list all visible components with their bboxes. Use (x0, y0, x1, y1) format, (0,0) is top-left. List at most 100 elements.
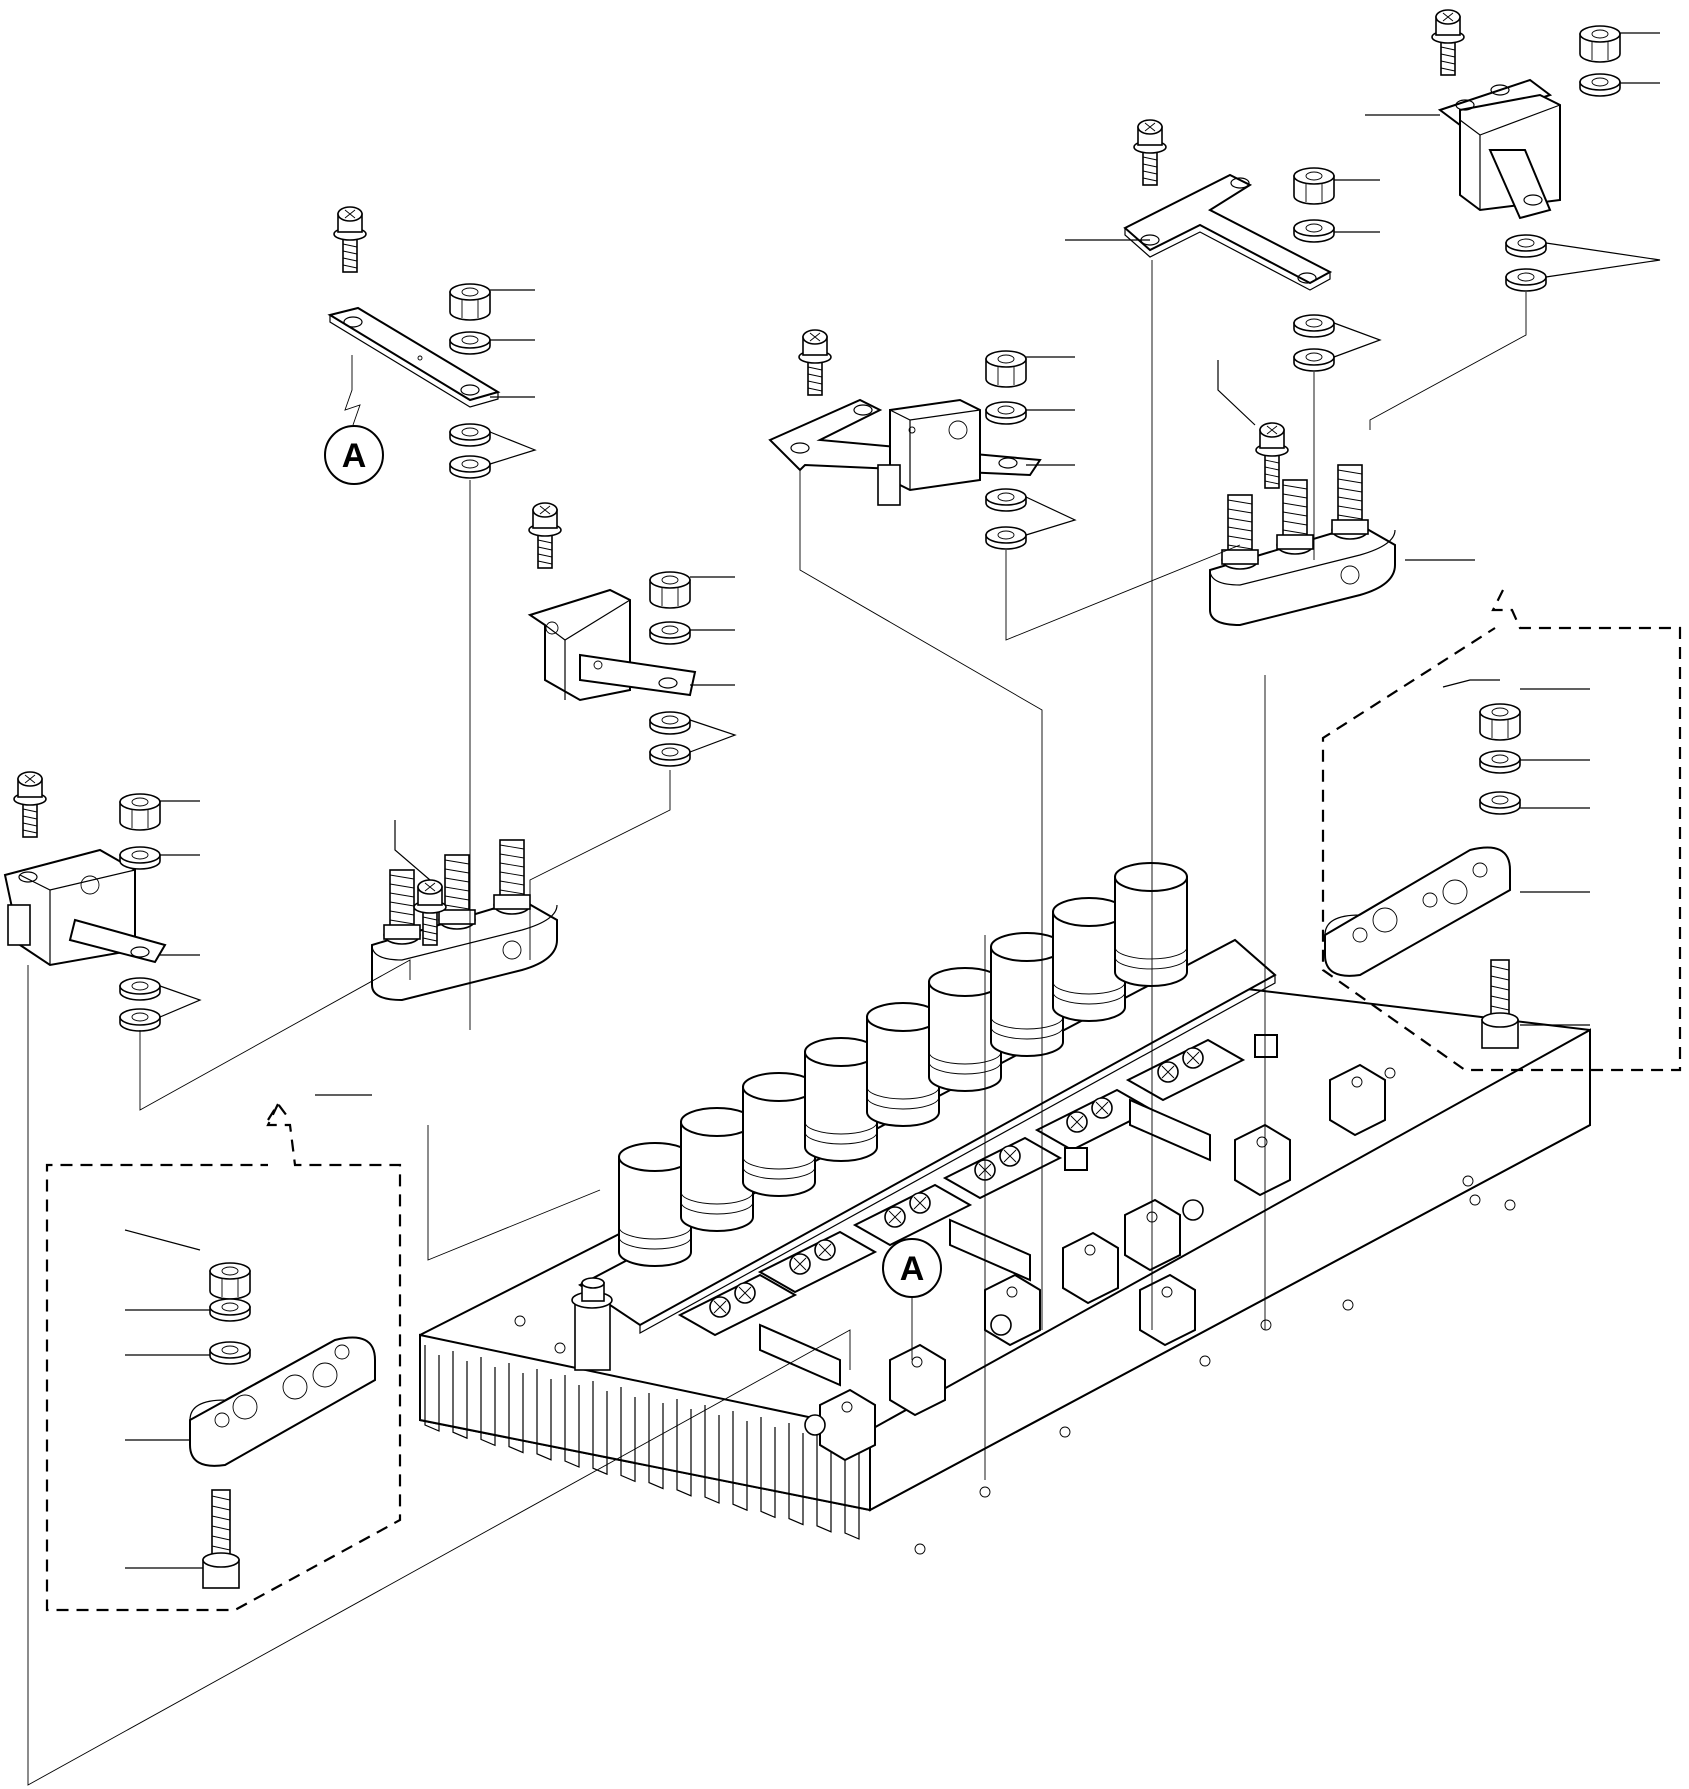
screw-thread (807, 366, 823, 371)
heatsink-fin (480, 1357, 496, 1447)
washer-hole (661, 625, 679, 635)
stud-thread (1337, 469, 1363, 475)
washer (449, 423, 491, 447)
capacitor-body (990, 946, 1064, 1057)
washer-hole (461, 459, 479, 469)
heatsink-fin (676, 1399, 692, 1497)
washer-top (985, 488, 1027, 506)
stud-nut-side (1331, 519, 1369, 535)
stud-thread (1337, 478, 1363, 484)
screw-thread (807, 373, 823, 378)
washer-top (209, 1298, 251, 1316)
assembly-line (139, 959, 411, 1111)
bolt-thread (211, 1535, 231, 1541)
washer-hole (1491, 795, 1509, 805)
washer-hole (1305, 318, 1323, 328)
terminal-block-edge (371, 904, 558, 961)
screw (13, 771, 47, 838)
terminal-stud (1221, 494, 1259, 570)
screw (413, 879, 447, 946)
terminal-pad-hole (1006, 1286, 1018, 1298)
washer-top (119, 1008, 161, 1026)
board-stud-left (571, 1277, 613, 1371)
stud-thread (444, 904, 470, 910)
screw-thread (1142, 163, 1158, 168)
nut-top (985, 350, 1027, 368)
washer (119, 846, 161, 870)
washer-top (1479, 791, 1521, 809)
screw-thread (1440, 46, 1456, 51)
terminal-pad-hole (1084, 1244, 1096, 1256)
power-module (942, 1136, 1063, 1200)
bolt-thread (1490, 965, 1510, 971)
callout-label: A (900, 1250, 925, 1288)
bolt-thread (211, 1515, 231, 1521)
bolt-head-top (1481, 1012, 1519, 1028)
washer-top (649, 621, 691, 639)
current-sensor-center (768, 398, 1042, 506)
screw-thread (22, 829, 38, 834)
nut-top (119, 793, 161, 811)
screw-thread (537, 560, 553, 565)
module-top (677, 1273, 798, 1337)
leader-line (689, 719, 737, 753)
washer (209, 1341, 251, 1365)
cross-icon (1186, 1051, 1200, 1065)
heatsink-fin (424, 1345, 440, 1432)
stud-nut-side (438, 909, 476, 925)
screw-thread (1264, 466, 1280, 471)
stud-thread (444, 877, 470, 883)
detail-bolt-right (1481, 959, 1519, 1049)
nut (985, 350, 1027, 388)
capacitor (680, 1107, 754, 1232)
assembly-line (27, 965, 851, 1786)
leader-line (1545, 242, 1661, 278)
washer (1505, 268, 1547, 292)
cross-icon (1266, 425, 1278, 435)
module-top (757, 1230, 878, 1294)
bar-body (189, 1336, 376, 1467)
stud-thread (389, 910, 415, 916)
cross-icon (888, 1210, 902, 1224)
bolt-thread (211, 1495, 231, 1501)
washer-top (1293, 348, 1335, 366)
washer-hole (221, 1302, 239, 1312)
terminal-pad-hole (841, 1401, 853, 1413)
washer (985, 488, 1027, 512)
current-sensor-left (3, 848, 167, 967)
cross-icon (24, 774, 36, 784)
detail-bar-right (1324, 846, 1511, 977)
cross-icon (1070, 1115, 1084, 1129)
capacitor (928, 967, 1002, 1092)
capacitor-band (742, 1156, 816, 1170)
heatsink-fins (424, 1345, 860, 1540)
module-terminal-pad (819, 1388, 876, 1462)
washer (119, 1008, 161, 1032)
nut-hole (661, 575, 679, 585)
fasteners (13, 9, 1621, 1589)
capacitor-band (1052, 981, 1126, 995)
nut-hole (1591, 29, 1609, 39)
washer (1505, 234, 1547, 258)
assembly-line (1005, 544, 1241, 641)
module-top (942, 1136, 1063, 1200)
bar-hole (1442, 879, 1468, 905)
nut-top (1479, 703, 1521, 721)
stud-thread (389, 901, 415, 907)
stud-thread (1337, 496, 1363, 502)
terminal-block-hole (1340, 565, 1360, 585)
nut-hole (461, 287, 479, 297)
current-sensor-top-right (1437, 78, 1561, 220)
capacitor-body (928, 981, 1002, 1092)
washer (119, 977, 161, 1001)
stud-thread (389, 874, 415, 880)
stud-thread (1282, 502, 1308, 508)
screw-thread (422, 930, 438, 935)
screw-thread (422, 923, 438, 928)
cross-icon (818, 1243, 832, 1257)
resistor (949, 1218, 1031, 1282)
capacitor (990, 932, 1064, 1057)
nut-top (649, 571, 691, 589)
bus-bar-tee (1123, 173, 1333, 291)
terminal-pad-body (1062, 1231, 1119, 1305)
